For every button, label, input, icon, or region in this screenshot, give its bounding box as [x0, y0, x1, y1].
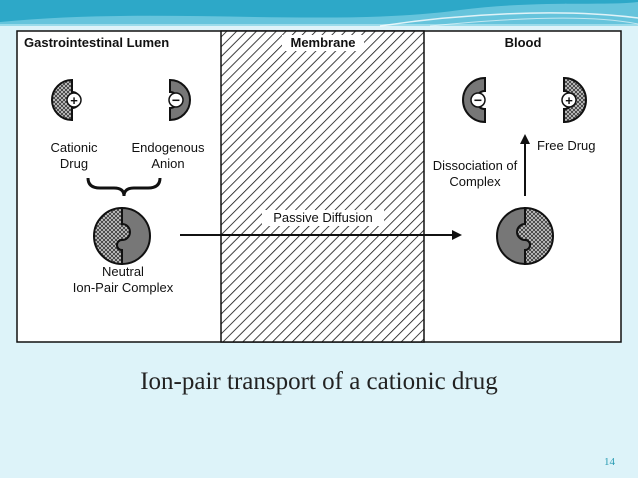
membrane-header-bg [282, 35, 364, 51]
cationic-drug-icon: + [51, 79, 82, 121]
dissociation-label-1: Dissociation of [433, 158, 518, 173]
top-band [0, 0, 638, 27]
blood-complex-icon [496, 206, 554, 266]
neutral-label-2: Ion-Pair Complex [73, 280, 174, 295]
endogenous-anion-label-1: Endogenous [131, 140, 205, 155]
plus-sign-blood: + [565, 93, 573, 108]
plus-sign: + [70, 93, 78, 108]
dissociation-label-2: Complex [449, 174, 501, 189]
passive-diffusion-label-bg [262, 210, 384, 226]
minus-sign-blood: − [474, 92, 482, 108]
free-drug-icon: + [561, 76, 587, 124]
slide-caption: Ion-pair transport of a cationic drug [140, 368, 498, 395]
membrane-region [220, 30, 425, 343]
passive-diffusion-label: Passive Diffusion [273, 210, 372, 225]
cationic-drug-label-2: Drug [60, 156, 88, 171]
blood-header: Blood [505, 35, 542, 50]
minus-sign: − [172, 92, 180, 108]
neutral-label-1: Neutral [102, 264, 144, 279]
free-anion-icon: − [462, 76, 486, 124]
page-number: 14 [604, 456, 615, 468]
membrane-header: Membrane [290, 35, 355, 50]
free-drug-label: Free Drug [537, 138, 596, 153]
endogenous-anion-icon: − [168, 79, 191, 121]
ion-pair-complex-icon [93, 206, 151, 266]
grouping-brace [86, 177, 162, 197]
endogenous-anion-label-2: Anion [151, 156, 184, 171]
lumen-header: Gastrointestinal Lumen [24, 35, 169, 50]
cationic-drug-label-1: Cationic [51, 140, 98, 155]
